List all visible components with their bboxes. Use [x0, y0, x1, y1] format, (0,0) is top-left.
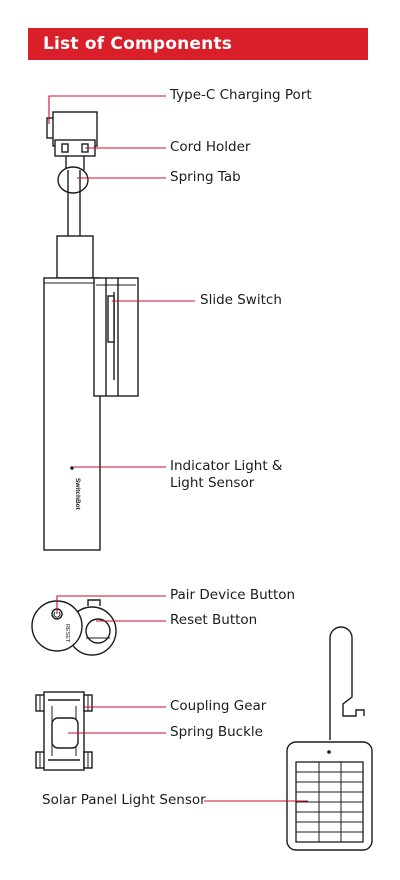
- slide-switch-housing: [94, 278, 138, 396]
- label-indicator-line2: Light Sensor: [170, 475, 282, 492]
- solar-cable: [330, 627, 364, 740]
- solar-panel: [287, 627, 372, 850]
- label-indicator-light: Indicator Light & Light Sensor: [170, 458, 282, 492]
- type-c-connector: [47, 112, 97, 170]
- device-neck: [57, 236, 93, 278]
- indicator-light-dot: [70, 466, 74, 470]
- label-type-c-port: Type-C Charging Port: [170, 87, 312, 103]
- label-coupling-gear: Coupling Gear: [170, 698, 266, 714]
- label-indicator-line1: Indicator Light &: [170, 458, 282, 475]
- coupling-gear-module: [36, 692, 92, 770]
- label-spring-buckle: Spring Buckle: [170, 724, 263, 740]
- label-cord-holder: Cord Holder: [170, 139, 250, 155]
- reset-text: RESET: [64, 624, 70, 643]
- label-solar-panel-light-sensor: Solar Panel Light Sensor: [42, 792, 206, 808]
- device-body: [44, 278, 100, 550]
- brand-text: SwitchBot: [74, 478, 81, 511]
- label-spring-tab: Spring Tab: [170, 169, 241, 185]
- label-reset-button: Reset Button: [170, 612, 257, 628]
- label-slide-switch: Slide Switch: [200, 292, 282, 308]
- label-pair-device-button: Pair Device Button: [170, 587, 295, 603]
- spring-tab-disc: [58, 167, 88, 193]
- pair-reset-module: [32, 600, 116, 655]
